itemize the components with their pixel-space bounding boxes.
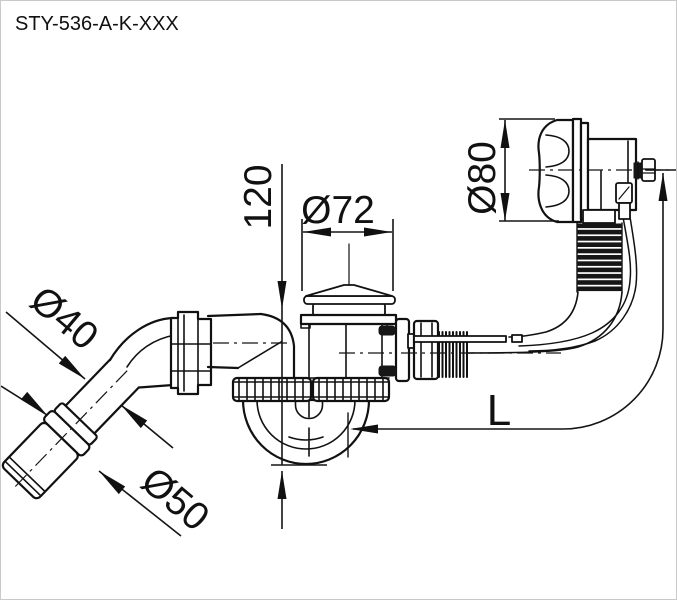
cable-guide-tube (618, 202, 631, 220)
trap-inner-tube (294, 398, 324, 420)
dim-label-50: Ø50 (133, 459, 217, 539)
dim-label-120: 120 (237, 164, 280, 229)
port-nut (412, 319, 440, 381)
plug-cap (305, 284, 393, 297)
corrugated-hose (576, 222, 623, 293)
dim-80 (499, 118, 559, 222)
outlet-pipe-centerline (14, 370, 128, 488)
drawing-title: STY-536-A-K-XXX (15, 13, 179, 35)
trap-inlet-pipe (206, 312, 296, 379)
plug-seal-disc (303, 295, 396, 305)
overflow-cap (537, 118, 575, 224)
drain-plug-assembly (299, 243, 398, 329)
outlet-pipe-walls (63, 358, 140, 437)
cable-conduit (413, 335, 507, 343)
outlet-elbow (108, 316, 176, 389)
overflow-port (378, 317, 523, 383)
elbow-nut (169, 310, 213, 396)
dim-label-80: Ø80 (461, 141, 504, 215)
trap-bowl (241, 394, 371, 466)
dim-L (347, 173, 668, 458)
angled-outlet-pipe (1, 358, 140, 500)
knurled-nut-right (311, 376, 391, 403)
dim-50 (1, 385, 182, 537)
dim-label-72: Ø72 (301, 189, 375, 232)
trap-center-mark (288, 427, 324, 457)
clip-upper (378, 325, 396, 336)
port-plate (394, 317, 411, 383)
dim-label-40: Ø40 (22, 278, 106, 358)
dim-40 (5, 311, 174, 449)
dim-72 (301, 219, 394, 291)
control-cable (518, 216, 638, 352)
port-threads (438, 331, 468, 378)
dim-label-L: L (487, 386, 511, 435)
dim-120 (271, 164, 327, 529)
bath-flange (299, 313, 398, 326)
drain-tee-body (293, 323, 390, 379)
overflow-assembly (537, 117, 656, 224)
hose-neck (582, 209, 616, 224)
overflow-cap-grip (545, 134, 570, 208)
knurled-nut-left (231, 376, 313, 403)
clip-lower (378, 365, 397, 377)
cable-conduit-end (511, 334, 523, 343)
